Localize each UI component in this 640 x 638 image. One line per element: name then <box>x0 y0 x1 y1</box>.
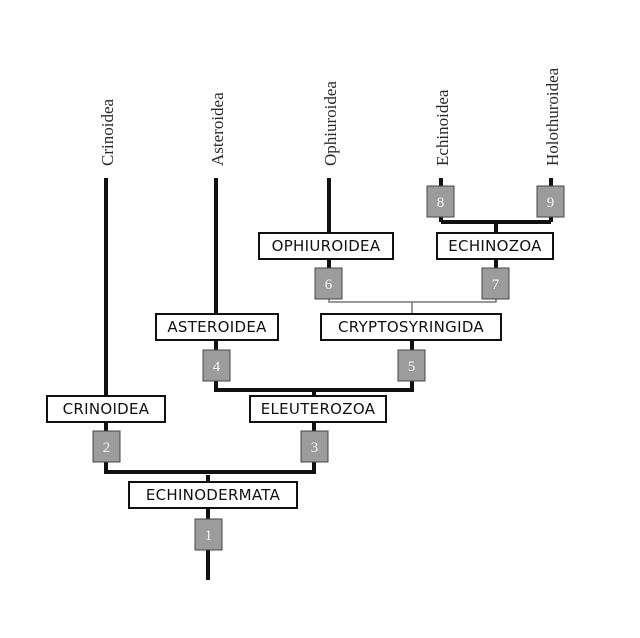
svg-text:7: 7 <box>492 277 500 293</box>
svg-text:ELEUTEROZOA: ELEUTEROZOA <box>261 400 376 418</box>
tip-holothuroidea: Holothuroidea <box>543 67 562 166</box>
svg-text:5: 5 <box>408 359 416 375</box>
clade-labels: ECHINODERMATA CRINOIDEA ELEUTEROZOA ASTE… <box>46 232 554 509</box>
node-4: 4 <box>202 349 231 382</box>
svg-text:ECHINODERMATA: ECHINODERMATA <box>146 486 281 504</box>
clade-cryptosyringida: CRYPTOSYRINGIDA <box>320 313 502 341</box>
tip-echinoidea: Echinoidea <box>433 89 452 166</box>
svg-text:8: 8 <box>437 195 445 211</box>
svg-text:1: 1 <box>205 528 213 544</box>
clade-eleuterozoa: ELEUTEROZOA <box>249 395 387 423</box>
svg-text:CRYPTOSYRINGIDA: CRYPTOSYRINGIDA <box>338 318 484 336</box>
node-5: 5 <box>397 349 426 382</box>
node-9: 9 <box>536 185 565 218</box>
node-1: 1 <box>194 518 223 551</box>
svg-text:ECHINOZOA: ECHINOZOA <box>448 237 542 255</box>
node-2: 2 <box>92 430 121 463</box>
tip-crinoidea: Crinoidea <box>98 99 117 166</box>
node-markers: 1 2 3 4 5 6 7 8 <box>92 185 565 551</box>
node-8: 8 <box>426 185 455 218</box>
clade-asteroidea: ASTEROIDEA <box>155 313 279 341</box>
svg-text:9: 9 <box>547 195 555 211</box>
svg-text:OPHIUROIDEA: OPHIUROIDEA <box>272 237 381 255</box>
clade-echinodermata: ECHINODERMATA <box>128 481 298 509</box>
tip-labels: Crinoidea Asteroidea Ophiuroidea Echinoi… <box>98 67 562 166</box>
clade-echinozoa: ECHINOZOA <box>436 232 554 260</box>
clade-ophiuroidea: OPHIUROIDEA <box>258 232 394 260</box>
svg-text:ASTEROIDEA: ASTEROIDEA <box>167 318 267 336</box>
tip-ophiuroidea: Ophiuroidea <box>321 81 340 166</box>
tip-asteroidea: Asteroidea <box>208 92 227 166</box>
svg-text:6: 6 <box>325 277 333 293</box>
node-6: 6 <box>314 267 343 300</box>
svg-text:3: 3 <box>311 440 319 456</box>
svg-text:4: 4 <box>213 359 221 375</box>
node-7: 7 <box>481 267 510 300</box>
clade-crinoidea: CRINOIDEA <box>46 395 166 423</box>
node-3: 3 <box>300 430 329 463</box>
svg-text:2: 2 <box>103 440 111 456</box>
svg-text:CRINOIDEA: CRINOIDEA <box>63 400 150 418</box>
